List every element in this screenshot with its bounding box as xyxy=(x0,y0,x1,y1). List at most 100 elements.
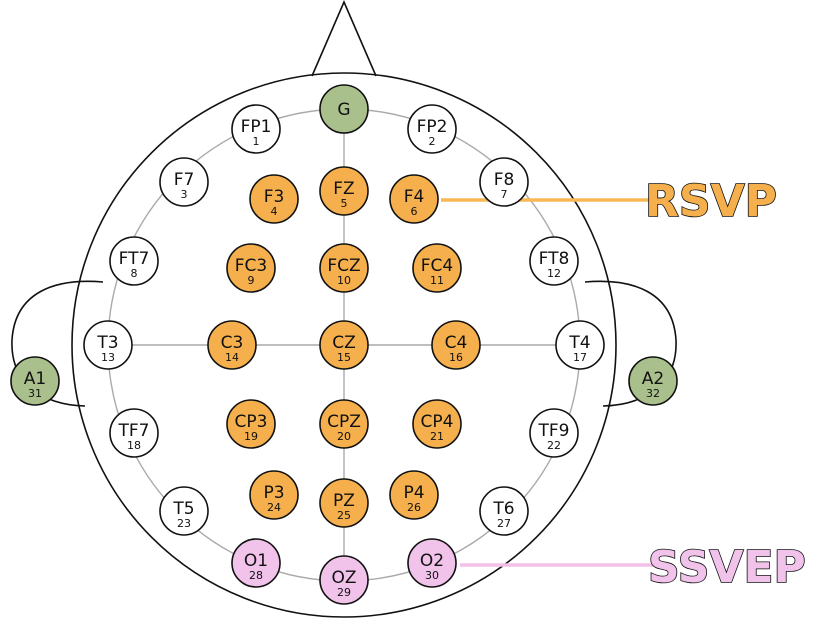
electrode-label: FC4 xyxy=(421,256,453,276)
electrode-disc xyxy=(319,478,369,528)
electrode-number: 1 xyxy=(253,135,260,148)
electrode-g: G xyxy=(319,84,369,134)
electrode-number: 12 xyxy=(547,267,561,280)
electrode-f7: F73 xyxy=(159,157,209,207)
electrode-f8: F87 xyxy=(479,157,529,207)
electrode-disc xyxy=(226,243,276,293)
electrode-number: 18 xyxy=(127,439,141,452)
electrode-disc xyxy=(319,555,369,605)
electrode-number: 13 xyxy=(101,351,115,364)
electrode-disc xyxy=(555,320,605,370)
electrode-number: 23 xyxy=(177,517,191,530)
electrode-disc xyxy=(319,166,369,216)
electrode-number: 22 xyxy=(547,439,561,452)
electrode-number: 7 xyxy=(501,188,508,201)
electrode-disc xyxy=(249,174,299,224)
electrode-number: 26 xyxy=(407,501,421,514)
electrode-disc xyxy=(319,84,369,134)
electrode-number: 30 xyxy=(425,569,439,582)
electrode-fz: FZ5 xyxy=(319,166,369,216)
electrode-disc xyxy=(479,486,529,536)
electrode-number: 25 xyxy=(337,509,351,522)
electrode-number: 19 xyxy=(244,430,258,443)
electrode-number: 29 xyxy=(337,586,351,599)
electrode-disc xyxy=(389,470,439,520)
electrode-number: 2 xyxy=(429,135,436,148)
electrode-label: A1 xyxy=(24,369,46,389)
electrode-label: CP3 xyxy=(235,412,268,432)
electrode-number: 11 xyxy=(430,274,444,287)
electrode-label: FP1 xyxy=(241,117,272,137)
electrode-label: FCZ xyxy=(327,256,360,276)
electrode-number: 32 xyxy=(646,387,660,400)
electrode-disc xyxy=(83,320,133,370)
electrode-disc xyxy=(159,157,209,207)
electrode-number: 17 xyxy=(573,351,587,364)
electrode-disc xyxy=(389,174,439,224)
electrode-label: P4 xyxy=(403,483,424,503)
electrode-disc xyxy=(226,399,276,449)
electrode-label: C4 xyxy=(445,333,468,353)
electrode-disc xyxy=(407,104,457,154)
electrode-number: 9 xyxy=(248,274,255,287)
electrode-label: CPZ xyxy=(327,412,361,432)
electrode-label: CZ xyxy=(332,333,356,353)
electrode-label: G xyxy=(337,100,350,120)
electrode-label: OZ xyxy=(331,568,356,588)
electrode-number: 14 xyxy=(225,351,239,364)
nose xyxy=(311,0,377,77)
electrode-disc xyxy=(109,236,159,286)
electrode-disc xyxy=(231,538,281,588)
electrode-number: 8 xyxy=(131,267,138,280)
electrode-disc xyxy=(319,243,369,293)
rsvp-label: RSVP xyxy=(645,176,777,227)
electrode-label: F8 xyxy=(494,170,515,190)
electrode-number: 10 xyxy=(337,274,351,287)
electrode-f4: F46 xyxy=(389,174,439,224)
electrode-disc xyxy=(207,320,257,370)
electrode-disc xyxy=(10,356,60,406)
electrode-label: P3 xyxy=(263,483,284,503)
electrode-number: 24 xyxy=(267,501,281,514)
electrode-label: T6 xyxy=(492,499,514,519)
electrode-disc xyxy=(407,538,457,588)
electrode-disc xyxy=(412,399,462,449)
electrode-number: 6 xyxy=(411,205,418,218)
head-circle xyxy=(71,72,617,618)
electrode-label: O2 xyxy=(420,551,444,571)
electrode-label: FT8 xyxy=(539,249,570,269)
electrode-label: A2 xyxy=(642,369,664,389)
electrode-disc xyxy=(529,408,579,458)
electrode-number: 31 xyxy=(28,387,42,400)
electrode-disc xyxy=(431,320,481,370)
electrode-number: 21 xyxy=(430,430,444,443)
electrode-disc xyxy=(479,157,529,207)
electrode-disc xyxy=(109,408,159,458)
electrode-number: 28 xyxy=(249,569,263,582)
